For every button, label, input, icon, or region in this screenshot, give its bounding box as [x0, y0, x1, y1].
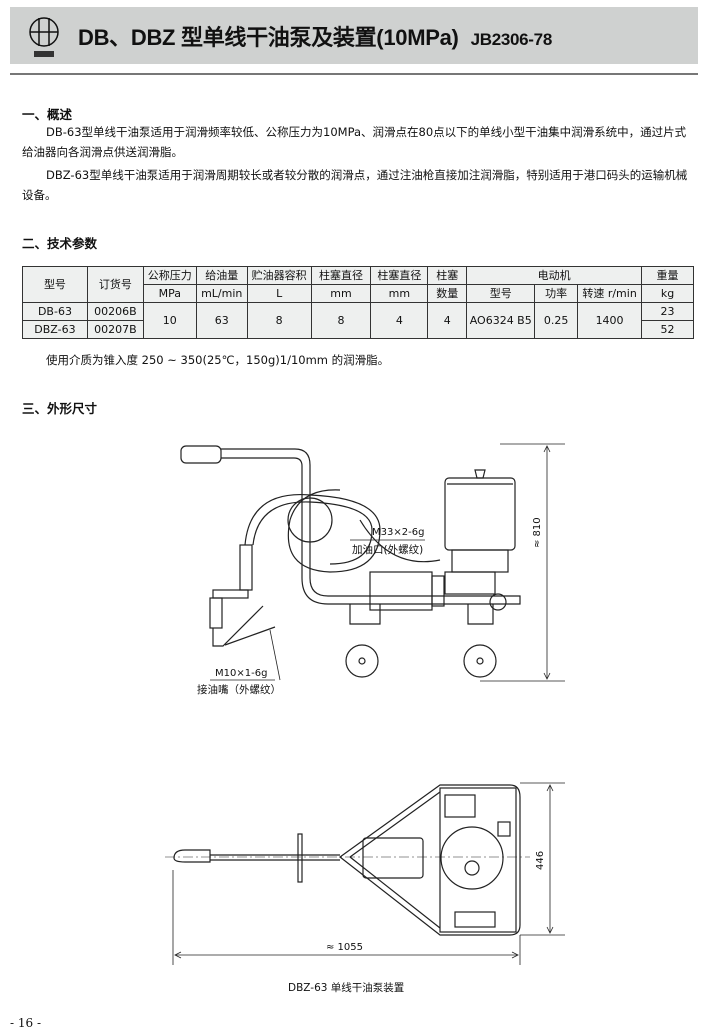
- cell-plunger-dia-1: 8: [310, 302, 372, 339]
- length-dimension: ≈ 1055: [326, 942, 364, 953]
- header-plunger-dia-1: 柱塞直径: [310, 266, 372, 285]
- width-dimension: 446: [535, 850, 546, 870]
- cell-motor-model: AO6324 B5: [466, 302, 536, 339]
- header-plunger-dia-2: 柱塞直径: [370, 266, 429, 285]
- overview-paragraph-1: DB-63型单线干油泵适用于润滑频率较低、公称压力为10MPa、润滑点在80点以…: [22, 125, 687, 159]
- header-flow: 给油量: [195, 266, 248, 285]
- cell-plunger-count: 4: [427, 302, 468, 339]
- unit-flow: mL/min: [195, 284, 248, 303]
- unit-plunger-dia-2: mm: [370, 284, 429, 303]
- company-logo: [29, 17, 59, 57]
- section-heading-overview: 一、概述: [22, 107, 73, 122]
- nozzle-label: 接油嘴（外螺纹）: [197, 684, 281, 696]
- cell-pressure: 10: [142, 302, 197, 339]
- unit-pressure: MPa: [142, 284, 197, 303]
- figure-caption: DBZ-63 单线干油泵装置: [288, 982, 405, 994]
- unit-plunger-dia-1: mm: [310, 284, 372, 303]
- page-number: - 16 -: [10, 1016, 42, 1030]
- cell-motor-power: 0.25: [534, 302, 579, 339]
- unit-weight: kg: [641, 284, 694, 303]
- table-header-row: 型号 订货号 公称压力 给油量 贮油器容积 柱塞直径 柱塞直径 柱塞 电动机 重…: [22, 266, 694, 303]
- medium-note: 使用介质为锥入度 250 ~ 350(25℃，150g)1/10mm 的润滑脂。: [46, 353, 390, 367]
- overview-paragraph-2: DBZ-63型单线干油泵适用于润滑周期较长或者较分散的润滑点，通过注油枪直接加注…: [22, 168, 688, 202]
- header-band: [10, 7, 698, 64]
- table-row: DB-63 00206B 10 63 8 8 4 4 AO6324 B5 0.2…: [22, 302, 694, 339]
- cell-motor-speed: 1400: [577, 302, 643, 339]
- header-pressure: 公称压力: [142, 266, 197, 285]
- header-divider: [10, 73, 698, 75]
- cell-weight: 52: [641, 320, 694, 339]
- cell-order-no: 00207B: [86, 320, 144, 339]
- fill-port-thread-label: M33×2-6g: [372, 527, 425, 538]
- table-row: DBZ-63 00207B 52: [22, 320, 694, 339]
- spec-table: 型号 订货号 公称压力 给油量 贮油器容积 柱塞直径 柱塞直径 柱塞 电动机 重…: [22, 266, 694, 339]
- fill-port-label: 加油口(外螺纹): [352, 544, 424, 556]
- nozzle-thread-label: M10×1-6g: [215, 668, 268, 679]
- page-title: DB、DBZ 型单线干油泵及装置(10MPa)JB2306-78: [78, 25, 552, 50]
- cell-flow: 63: [195, 302, 248, 339]
- section-heading-specs: 二、技术参数: [22, 236, 98, 251]
- table-unit-row: MPa mL/min L mm mm 数量 型号 功率 转速 r/min kg: [23, 284, 694, 303]
- cell-plunger-dia-2: 4: [370, 302, 429, 339]
- cell-model: DBZ-63: [22, 320, 88, 339]
- section-heading-dimensions: 三、外形尺寸: [22, 401, 98, 416]
